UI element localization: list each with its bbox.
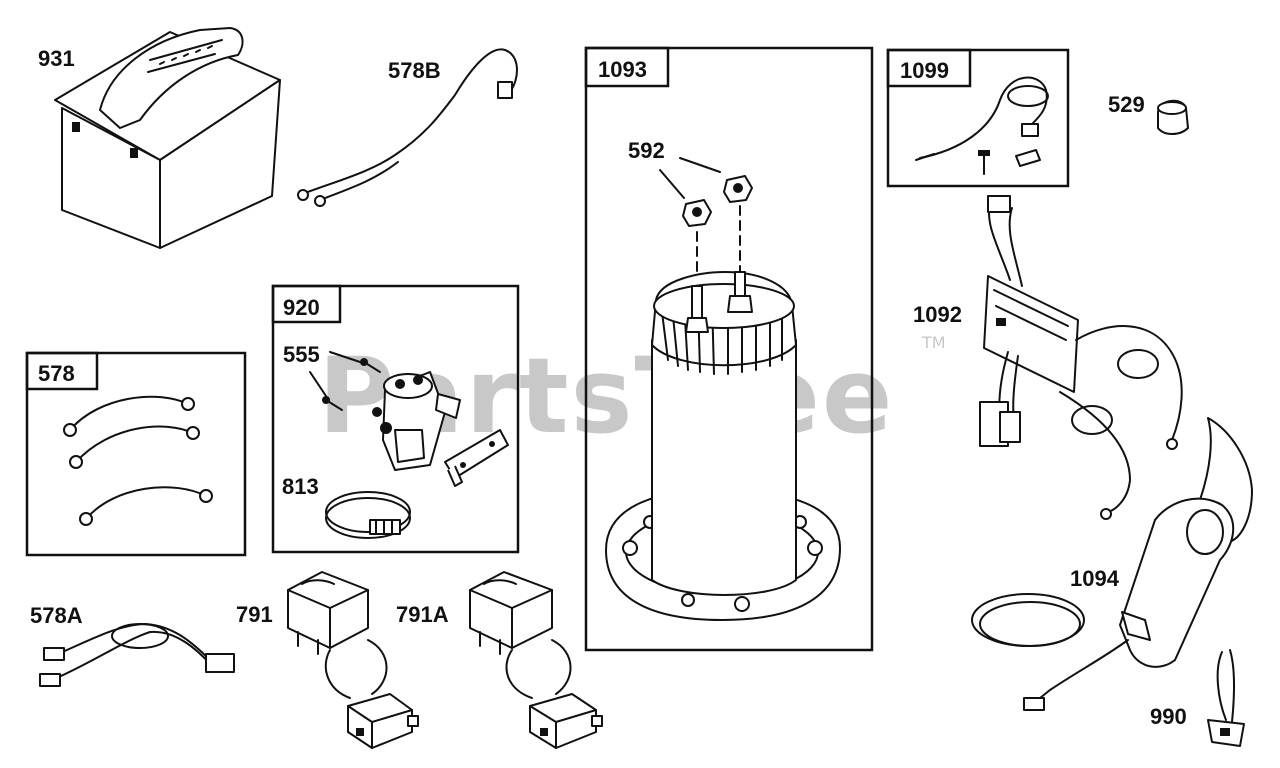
label-578: 578	[38, 361, 75, 386]
part-1093-starter-motor[interactable]	[605, 271, 841, 621]
part-1094-throttle[interactable]	[971, 417, 1253, 711]
label-1094: 1094	[1070, 566, 1120, 591]
watermark-tm: TM	[921, 333, 946, 352]
frame-578	[25, 351, 247, 557]
frame-1099	[886, 48, 1070, 188]
part-990-tie[interactable]	[1207, 649, 1245, 747]
label-931: 931	[38, 46, 75, 71]
part-920-bracket[interactable]	[444, 429, 509, 487]
frame-1093	[584, 46, 874, 652]
part-931-battery[interactable]	[54, 27, 281, 249]
frame-920	[271, 284, 520, 554]
part-592-nuts[interactable]	[682, 175, 753, 227]
part-578A-harness[interactable]	[39, 623, 235, 687]
label-813: 813	[282, 474, 319, 499]
part-578B-cable[interactable]	[297, 48, 518, 207]
frame-578-tab	[25, 351, 99, 391]
part-813-clamp[interactable]	[325, 491, 411, 539]
frame-1093-tab	[584, 46, 670, 88]
label-578B: 578B	[388, 58, 441, 83]
part-578-cables[interactable]	[63, 395, 213, 526]
label-592: 592	[628, 138, 665, 163]
label-555: 555	[283, 342, 320, 367]
part-1099-kit[interactable]	[915, 76, 1049, 175]
label-578A: 578A	[30, 603, 83, 628]
leader-592-a	[679, 157, 721, 173]
part-791A-module[interactable]	[469, 571, 603, 749]
label-990: 990	[1150, 704, 1187, 729]
part-920-solenoid[interactable]	[372, 371, 461, 471]
label-1093: 1093	[598, 57, 647, 82]
part-555-screws[interactable]	[322, 358, 381, 411]
label-920: 920	[283, 295, 320, 320]
label-791A: 791A	[396, 602, 449, 627]
leader-555-a	[329, 351, 361, 363]
part-529-cap[interactable]	[1157, 99, 1189, 135]
leader-555-b	[309, 371, 327, 397]
part-791-module[interactable]	[287, 571, 419, 749]
label-1099: 1099	[900, 58, 949, 83]
leader-592-b	[659, 169, 685, 199]
frame-1099-tab	[886, 48, 972, 88]
label-529: 529	[1108, 92, 1145, 117]
frame-920-tab	[271, 284, 342, 324]
label-1092: 1092	[913, 302, 962, 327]
label-791: 791	[236, 602, 273, 627]
part-1092-harness[interactable]	[979, 195, 1183, 520]
